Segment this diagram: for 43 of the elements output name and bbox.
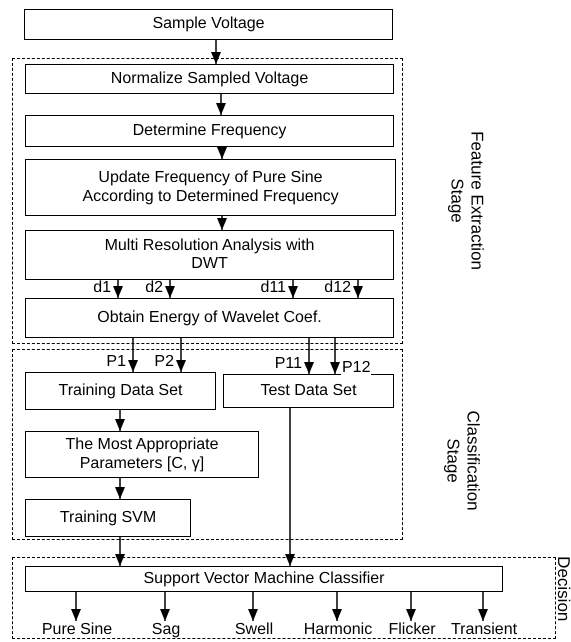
arrow xyxy=(285,408,295,566)
arrow xyxy=(165,280,175,298)
arrow xyxy=(115,537,125,566)
stage-label: Classification Stage xyxy=(443,409,483,513)
output-class-label: Transient xyxy=(450,621,518,639)
process-box: Training SVM xyxy=(25,499,191,537)
arrow xyxy=(330,338,340,374)
process-box: Sample Voltage xyxy=(24,9,393,40)
process-box: Test Data Set xyxy=(223,374,394,408)
process-box: Normalize Sampled Voltage xyxy=(25,64,394,94)
arrow xyxy=(176,338,186,372)
arrow xyxy=(332,592,342,621)
output-class-label: Pure Sine xyxy=(42,621,112,639)
arrow xyxy=(304,338,314,374)
arrow xyxy=(288,280,298,298)
stage-label: Feature Extraction Stage xyxy=(447,130,487,272)
arrow xyxy=(113,280,123,298)
arrow xyxy=(217,147,227,159)
output-class-label: Swell xyxy=(234,621,274,639)
arrow xyxy=(160,592,170,621)
process-box: Update Frequency of Pure Sine According to Determined Frequency xyxy=(25,159,396,216)
arrow xyxy=(128,338,138,372)
arrow xyxy=(406,592,416,621)
arrow xyxy=(216,94,226,115)
arrow xyxy=(248,592,258,621)
process-box: Obtain Energy of Wavelet Coef. xyxy=(25,298,394,338)
arrow xyxy=(71,592,81,621)
output-class-label: Sag xyxy=(152,621,180,639)
process-box: The Most Appropriate Parameters [C, γ] xyxy=(25,431,259,478)
arrow xyxy=(353,280,363,298)
stage-label: Decision xyxy=(553,555,571,624)
edge-label: P12 xyxy=(341,360,372,376)
arrow xyxy=(211,40,221,64)
arrow xyxy=(217,216,227,230)
process-box: Multi Resolution Analysis with DWT xyxy=(25,230,394,280)
arrow xyxy=(115,478,125,499)
process-box: Determine Frequency xyxy=(25,115,394,147)
arrow xyxy=(115,410,125,431)
process-box: Support Vector Machine Classifier xyxy=(25,566,503,592)
output-class-label: Flicker xyxy=(388,621,436,639)
output-class-label: Harmonic xyxy=(304,621,372,639)
process-box: Training Data Set xyxy=(25,372,216,410)
arrow xyxy=(478,592,488,621)
